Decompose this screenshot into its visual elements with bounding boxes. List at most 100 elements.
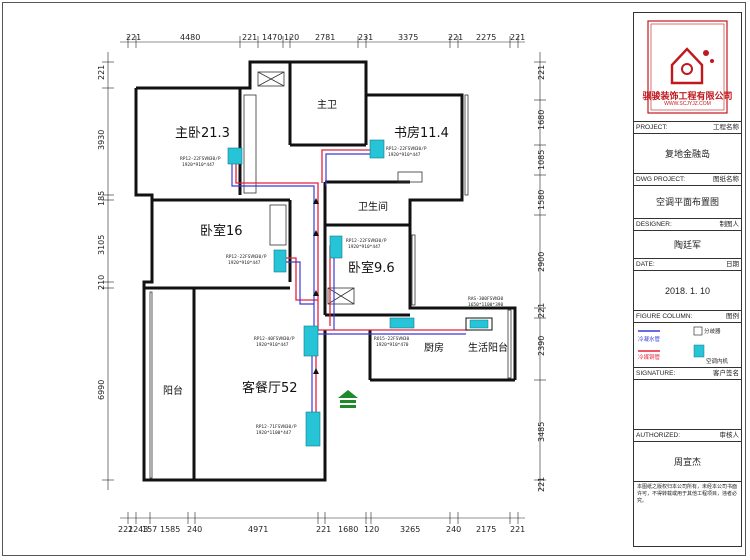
dim-right-4: 1580 bbox=[537, 190, 546, 210]
dim-left-4: 3105 bbox=[97, 235, 106, 255]
dim-top-7: 231 bbox=[358, 33, 373, 42]
walls bbox=[134, 60, 517, 482]
dim-bottom-1: 221 bbox=[118, 525, 133, 534]
indoor-units bbox=[227, 139, 415, 447]
drawing-header: DWG PROJECT: 图纸名称 bbox=[634, 174, 741, 186]
project-header: PROJECT: 工程名称 bbox=[634, 122, 741, 134]
designer-label-cn: 制图人 bbox=[719, 221, 740, 228]
legend-indoor-unit: 空调内机 bbox=[706, 359, 729, 365]
dim-left-6: 6990 bbox=[97, 380, 106, 400]
dim-top-6: 2781 bbox=[315, 33, 335, 42]
unit-bedroom16-size: 1920*910*447 bbox=[228, 260, 261, 266]
dim-bottom-9: 120 bbox=[364, 525, 379, 534]
authorized-header: AUTHORIZED: 审核人 bbox=[634, 430, 741, 442]
logo-url: WWW.SCJYJZ.COM bbox=[664, 101, 711, 107]
designer-value: 陶廷军 bbox=[634, 231, 741, 259]
designer-header: DESIGNER:制图人 bbox=[634, 219, 741, 231]
unit-bedroom16-model: RP12-22FSVN30/P bbox=[226, 254, 267, 260]
flow-arrows bbox=[313, 198, 319, 374]
room-study: 书房11.4 bbox=[394, 125, 449, 141]
dim-bottom-7: 221 bbox=[316, 525, 331, 534]
unit-study-model: RP12-22FSVN30/P bbox=[386, 146, 427, 152]
signature-area bbox=[634, 380, 741, 430]
legend-condensate: 冷凝水管 bbox=[638, 337, 661, 343]
date-label-en: DATE: bbox=[636, 261, 655, 268]
outdoor-size: 1650*1100*390 bbox=[468, 302, 504, 308]
dim-left-1: 221 bbox=[97, 65, 106, 80]
unit-study-size: 1920*910*447 bbox=[388, 152, 421, 158]
drawing-value: 空调平面布置图 bbox=[634, 186, 741, 219]
drawing-label-cn: 图纸名称 bbox=[713, 176, 739, 183]
unit-master-model: RP12-22FSVN30/P bbox=[180, 156, 221, 162]
dimension-lines bbox=[102, 36, 546, 524]
dim-left-5: 210 bbox=[97, 275, 106, 290]
dim-top-5: 120 bbox=[284, 33, 299, 42]
authorized-label-cn: 审核人 bbox=[719, 432, 740, 439]
legend: 冷凝水管 分歧器 冷媒铜管 空调内机 bbox=[634, 323, 741, 368]
dim-bottom-5: 240 bbox=[187, 525, 202, 534]
project-label-en: PROJECT: bbox=[636, 124, 668, 131]
dim-bottom-2: 2243 bbox=[128, 525, 148, 534]
legend-splitter: 分歧器 bbox=[704, 329, 721, 335]
project-label-cn: 工程名称 bbox=[713, 124, 739, 131]
figure-label-en: FIGURE COLUMN: bbox=[636, 313, 693, 320]
signature-label-en: SIGNATURE: bbox=[636, 370, 676, 377]
unit-master bbox=[227, 147, 243, 165]
room-master-bath: 主卫 bbox=[317, 99, 337, 111]
dim-top-11: 221 bbox=[510, 33, 525, 42]
unit-living2-model: RP12-71FSVN30/P bbox=[256, 424, 297, 430]
logo-graphic bbox=[647, 20, 728, 114]
unit-kitchen-size: 1920*910*470 bbox=[376, 342, 409, 348]
dim-right-1: 221 bbox=[537, 65, 546, 80]
dim-bottom-12: 2175 bbox=[476, 525, 496, 534]
figure-label-cn: 图例 bbox=[726, 313, 739, 320]
dim-bottom-3: 157 bbox=[142, 525, 157, 534]
date-label-cn: 日期 bbox=[726, 261, 739, 268]
dim-top-3: 221 bbox=[242, 33, 257, 42]
room-bathroom: 卫生间 bbox=[358, 200, 388, 213]
dim-right-6: 221 bbox=[537, 303, 546, 318]
room-living: 客餐厅52 bbox=[242, 380, 298, 396]
unit-living2-size: 1920*1100*447 bbox=[256, 430, 292, 436]
dim-top-9: 221 bbox=[448, 33, 463, 42]
room-balcony: 阳台 bbox=[163, 384, 183, 397]
dim-bottom-13: 221 bbox=[510, 525, 525, 534]
room-bedroom96: 卧室9.6 bbox=[348, 260, 395, 276]
room-kitchen: 厨房 bbox=[424, 341, 444, 354]
legend-symbols bbox=[638, 326, 705, 358]
signature-label-cn: 客户签名 bbox=[713, 370, 739, 377]
unit-bedroom16 bbox=[273, 249, 287, 273]
date-header: DATE: 日期 bbox=[634, 259, 741, 271]
dim-left-2: 3930 bbox=[97, 130, 106, 150]
dim-right-5: 2900 bbox=[537, 252, 546, 272]
room-service-balcony: 生活阳台 bbox=[468, 341, 508, 354]
dim-top-8: 3375 bbox=[398, 33, 418, 42]
figure-header: FIGURE COLUMN: 图例 bbox=[634, 311, 741, 323]
authorized-label-en: AUTHORIZED: bbox=[636, 432, 681, 439]
unit-kitchen-model: RO15-22FSVN30 bbox=[374, 336, 410, 342]
unit-living2 bbox=[305, 411, 321, 447]
unit-living1-model: RP12-40FSVN30/P bbox=[254, 336, 295, 342]
dim-top-4: 1470 bbox=[262, 33, 282, 42]
copyright-note: 本图纸之版权归本公司所有，未经本公司书面许可，不得转载或用于其他工程项目，违者必… bbox=[637, 484, 738, 504]
dimension-texts: 221 4480 221 1470 120 2781 231 3375 221 … bbox=[97, 33, 546, 534]
outdoor-model: RAS-300FSVN30 bbox=[468, 296, 504, 302]
floor-plan: 221 4480 221 1470 120 2781 231 3375 221 … bbox=[97, 33, 546, 534]
unit-bedroom96-model: RP12-22FSVN30/P bbox=[346, 238, 387, 244]
unit-living1-size: 1920*910*447 bbox=[256, 342, 289, 348]
logo-company-name: 骐骏装饰工程有限公司 bbox=[642, 91, 733, 101]
unit-living1 bbox=[303, 325, 319, 357]
company-logo: 骐骏装饰工程有限公司 WWW.SCJYJZ.COM bbox=[634, 13, 741, 122]
dim-right-3: 1085 bbox=[537, 150, 546, 170]
dim-top-10: 2275 bbox=[476, 33, 496, 42]
dim-left-3: 185 bbox=[97, 191, 106, 206]
unit-bedroom96-size: 1920*910*447 bbox=[348, 244, 381, 250]
entrance-icon bbox=[338, 390, 358, 408]
dim-right-7: 2390 bbox=[537, 336, 546, 356]
drawing-label-en: DWG PROJECT: bbox=[636, 176, 686, 183]
wall-details bbox=[149, 71, 512, 479]
dim-top-1: 221 bbox=[126, 33, 141, 42]
dim-top-2: 4480 bbox=[180, 33, 200, 42]
dim-right-2: 1680 bbox=[537, 110, 546, 130]
